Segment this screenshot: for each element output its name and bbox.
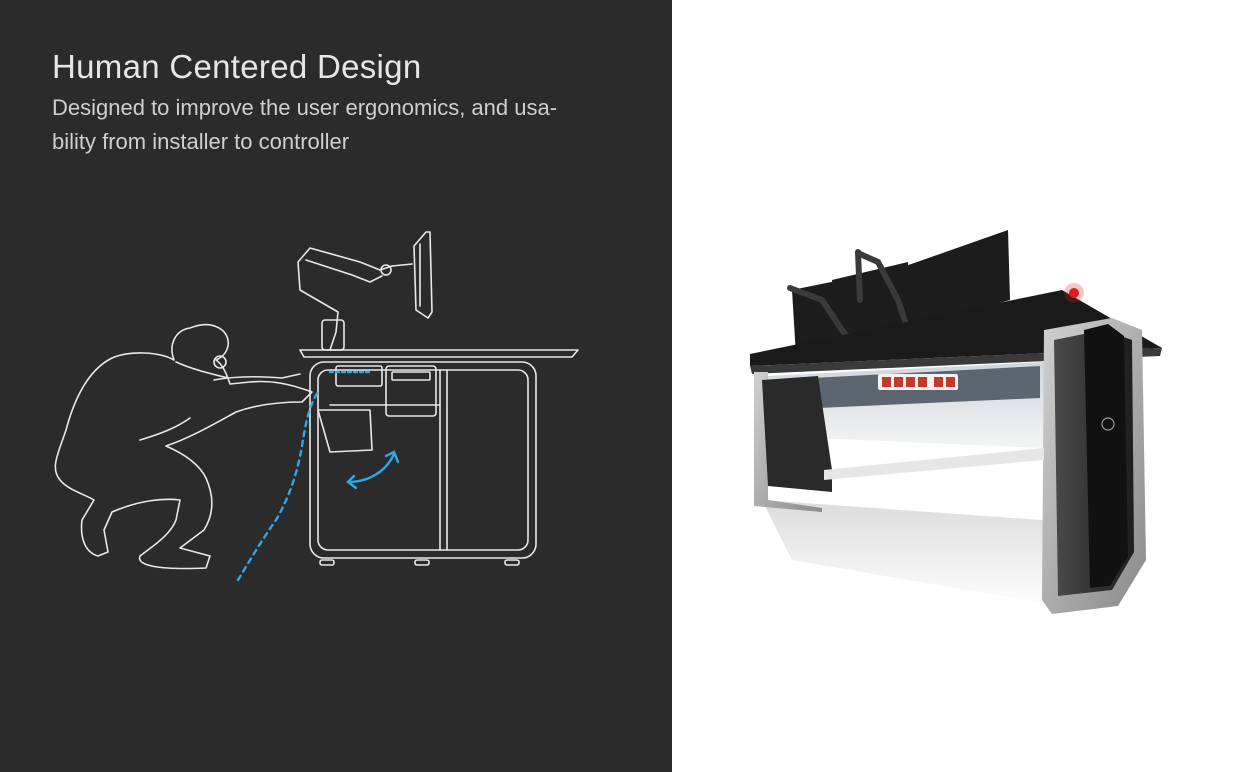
console-desk-photo [750,230,1162,614]
page-subtitle: Designed to improve the user ergonomics,… [52,91,612,159]
status-light [1069,288,1079,298]
right-panel [672,0,1240,772]
rotate-arrow [346,452,396,484]
installer-illustration [54,231,579,582]
left-panel: Human Centered Design Designed to improv… [0,0,672,772]
cable-line [236,390,320,582]
desk-cabinet [309,361,537,559]
person-outline [54,323,313,570]
subtitle-line-1: Designed to improve the user ergonomics,… [52,95,558,120]
page-title: Human Centered Design [52,48,422,85]
hinged-panel [317,409,373,453]
monitor [413,231,433,319]
subtitle-line-2: bility from installer to controller [52,129,350,154]
electronics-box [335,365,383,387]
monitor-arm [297,247,393,351]
desk-top [299,349,579,358]
